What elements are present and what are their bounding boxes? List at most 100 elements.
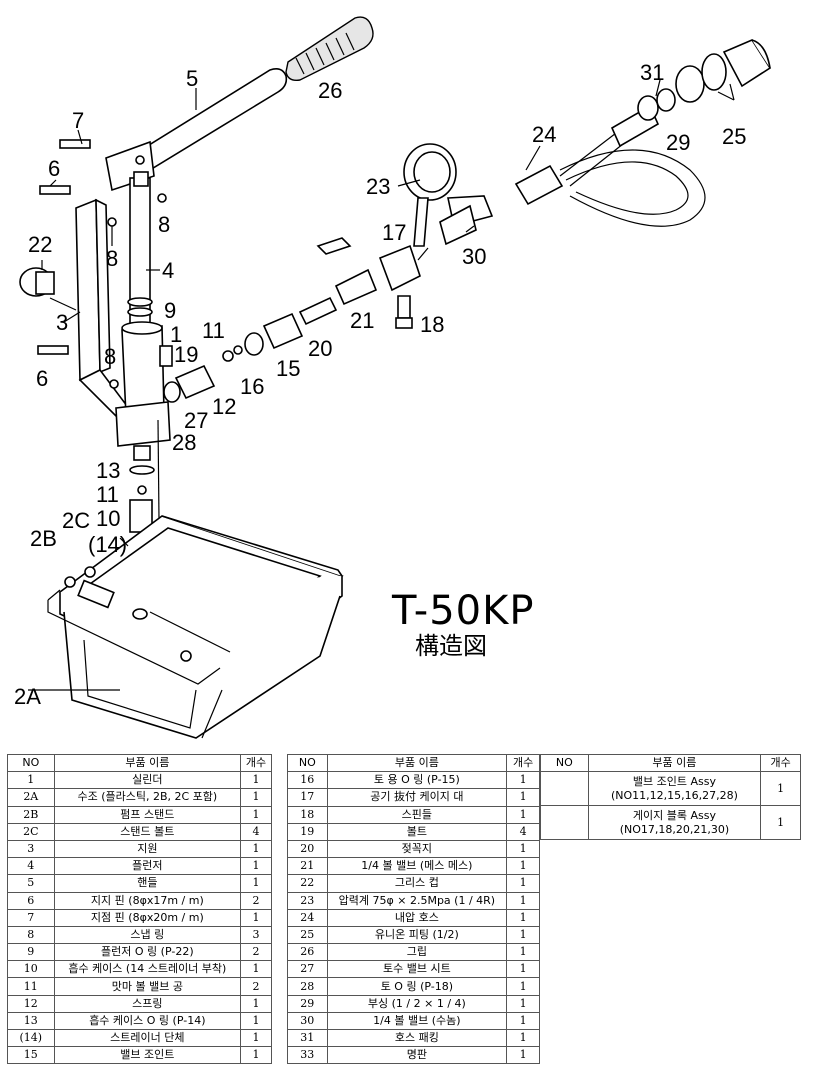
part-number: 16 (287, 771, 328, 790)
part-number: 3 (7, 839, 55, 859)
part-number: 20 (287, 839, 328, 859)
part-number: 17 (287, 788, 328, 807)
part-number: 8 (7, 925, 55, 945)
part-name: 지원 (53, 839, 242, 859)
part-quantity: 1 (240, 805, 272, 824)
callout-2B: 2B (30, 526, 57, 551)
cylinder-part (115, 321, 171, 461)
assy-contents-line: (NO17,18,20,21,30) (619, 822, 730, 836)
part-name: 1/4 볼 밸브 (수놈) (326, 1011, 508, 1031)
callout-20: 20 (308, 336, 332, 361)
part-quantity: 2 (240, 891, 272, 910)
part-name: 토 O 링 (P-18) (326, 977, 508, 996)
callout-4: 4 (162, 258, 174, 283)
header-name: 부품 이름 (326, 753, 508, 773)
part-name: 핸들 (53, 874, 242, 893)
part-number: 12 (7, 994, 55, 1013)
callout-7: 7 (72, 108, 84, 133)
callout-11: 11 (96, 482, 119, 507)
plunger-part (127, 171, 153, 329)
part-name: 스냅 링 (53, 925, 242, 945)
grip-part (285, 16, 374, 82)
callout-21: 21 (350, 308, 374, 333)
callout-5: 5 (186, 66, 198, 91)
callout-14: (14) (88, 532, 127, 557)
part-number: 31 (287, 1028, 328, 1048)
assy-name: 밸브 조인트 Assy(NO11,12,15,16,27,28) (587, 771, 762, 807)
part-name: 수조 (플라스틱, 2B, 2C 포함) (53, 788, 242, 807)
part-name: 실린더 (53, 771, 242, 790)
part-quantity: 1 (240, 771, 272, 790)
part-number: 25 (287, 925, 328, 945)
part-name: 펌프 스탠드 (53, 805, 242, 824)
part-number: 2A (7, 788, 55, 807)
part-number: 15 (7, 1046, 55, 1065)
part-name: 호스 패킹 (326, 1028, 508, 1048)
part-quantity: 1 (506, 857, 540, 876)
callout-28: 28 (172, 430, 196, 455)
part-number: (14) (7, 1028, 55, 1048)
part-number: 13 (7, 1011, 55, 1031)
part-quantity: 1 (240, 1046, 272, 1065)
callout-9: 9 (164, 298, 176, 323)
part-name: 플런저 (53, 857, 242, 876)
part-quantity: 1 (240, 874, 272, 893)
part-name: 부싱 (1 / 2 × 1 / 4) (326, 994, 508, 1013)
callout-26: 26 (318, 78, 342, 103)
part-name: 스프링 (53, 994, 242, 1013)
callout-31: 31 (640, 60, 664, 85)
part-number: 24 (287, 908, 328, 927)
part-name: 볼트 (326, 822, 508, 841)
callout-29: 29 (666, 130, 690, 155)
callout-22: 22 (28, 232, 52, 257)
callout-23: 23 (366, 174, 390, 199)
union-fitting-parts (637, 38, 772, 121)
part-number: 5 (7, 874, 55, 893)
part-number: 9 (7, 943, 55, 962)
part-number: 1 (7, 771, 55, 790)
header-qty: 개수 (240, 753, 272, 773)
pins-parts (37, 139, 173, 389)
pressure-gauge-part (403, 143, 494, 247)
part-quantity: 1 (240, 994, 272, 1013)
part-quantity: 1 (506, 1028, 540, 1048)
part-name: 스핀들 (326, 805, 508, 824)
part-name: 흡수 케이스 O 링 (P-14) (53, 1011, 242, 1031)
part-name: 공기 抜付 케이지 대 (326, 788, 508, 807)
assy-name-line: 밸브 조인트 Assy (632, 774, 716, 788)
callout-27: 27 (184, 408, 208, 433)
part-name: 스탠드 볼트 (53, 822, 242, 841)
part-number: 30 (287, 1011, 328, 1031)
part-number: 10 (7, 960, 55, 979)
part-name: 지점 핀 (8φx20m / m) (53, 908, 242, 927)
part-quantity: 1 (506, 960, 540, 979)
part-quantity: 1 (506, 994, 540, 1013)
part-number: 26 (287, 943, 328, 962)
model-title: T-50KP (392, 588, 535, 634)
callout-30: 30 (462, 244, 486, 269)
part-quantity: 3 (240, 925, 272, 945)
callout-24: 24 (532, 122, 556, 147)
part-quantity: 1 (240, 960, 272, 979)
callout-19: 19 (174, 342, 198, 367)
callout-12: 12 (212, 394, 236, 419)
part-name: 명판 (326, 1046, 508, 1065)
callout-13: 13 (96, 458, 120, 483)
